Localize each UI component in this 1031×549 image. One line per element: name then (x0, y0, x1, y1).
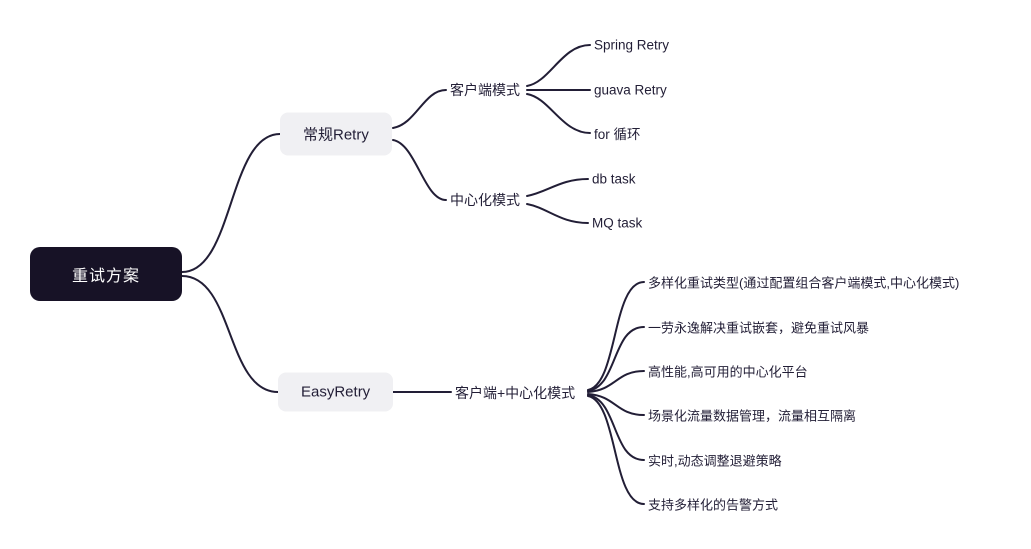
connector-combined-feature-3 (587, 370, 645, 393)
node-retry-plan[interactable]: 重试方案 (30, 247, 182, 301)
connector-client-forloop (526, 93, 591, 134)
node-feature-no-nested-retry[interactable]: 一劳永逸解决重试嵌套，避免重试风暴 (648, 320, 870, 336)
node-client-mode[interactable]: 客户端模式 (450, 82, 520, 98)
node-feature-backoff-strategy[interactable]: 实时,动态调整退避策略 (648, 453, 782, 469)
connector-root-regular (181, 133, 281, 273)
connector-regular-central (392, 139, 447, 201)
node-feature-high-performance[interactable]: 高性能,高可用的中心化平台 (648, 364, 808, 380)
connector-combined-feature-2 (587, 326, 645, 392)
node-spring-retry[interactable]: Spring Retry (594, 37, 670, 53)
node-client-central-mode[interactable]: 客户端+中心化模式 (455, 385, 576, 401)
connector-combined-feature-4 (587, 393, 645, 416)
node-for-loop[interactable]: for 循环 (594, 127, 641, 142)
node-easyretry[interactable]: EasyRetry (278, 372, 394, 412)
connector-combined-feature-1 (587, 281, 645, 391)
node-regular-retry[interactable]: 常规Retry (280, 112, 392, 156)
connector-root-easyretry (181, 275, 279, 393)
node-central-mode[interactable]: 中心化模式 (450, 192, 520, 208)
node-feature-alert-methods[interactable]: 支持多样化的告警方式 (648, 497, 779, 513)
node-mq-task[interactable]: MQ task (592, 215, 643, 231)
connector-central-dbtask (526, 178, 589, 197)
connector-client-spring (526, 44, 591, 87)
node-feature-traffic-isolation[interactable]: 场景化流量数据管理，流量相互隔离 (648, 408, 857, 424)
node-db-task[interactable]: db task (592, 171, 636, 187)
connector-central-mqtask (526, 203, 589, 224)
node-feature-diverse-retry-types[interactable]: 多样化重试类型(通过配置组合客户端模式,中心化模式) (648, 275, 960, 291)
connector-combined-feature-5 (587, 394, 645, 461)
connector-combined-feature-6 (587, 395, 645, 505)
connector-regular-client (392, 89, 447, 129)
node-guava-retry[interactable]: guava Retry (594, 82, 667, 98)
